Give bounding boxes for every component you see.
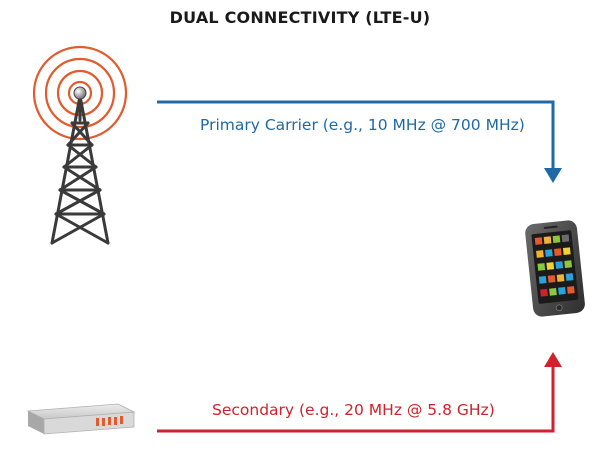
wifi-access-point-icon: [26, 403, 136, 435]
primary-carrier-label: Primary Carrier (e.g., 10 MHz @ 700 MHz): [200, 116, 525, 134]
antenna-ball: [73, 86, 87, 100]
primary-carrier-arrow: [157, 100, 562, 183]
smartphone-icon: [525, 220, 585, 317]
cell-tower-icon: [32, 45, 128, 245]
tower-structure: [50, 94, 110, 245]
diagram-title: DUAL CONNECTIVITY (LTE-U): [169, 8, 431, 27]
secondary-carrier-label: Secondary (e.g., 20 MHz @ 5.8 GHz): [212, 401, 495, 419]
secondary-carrier-arrow: [157, 352, 562, 433]
